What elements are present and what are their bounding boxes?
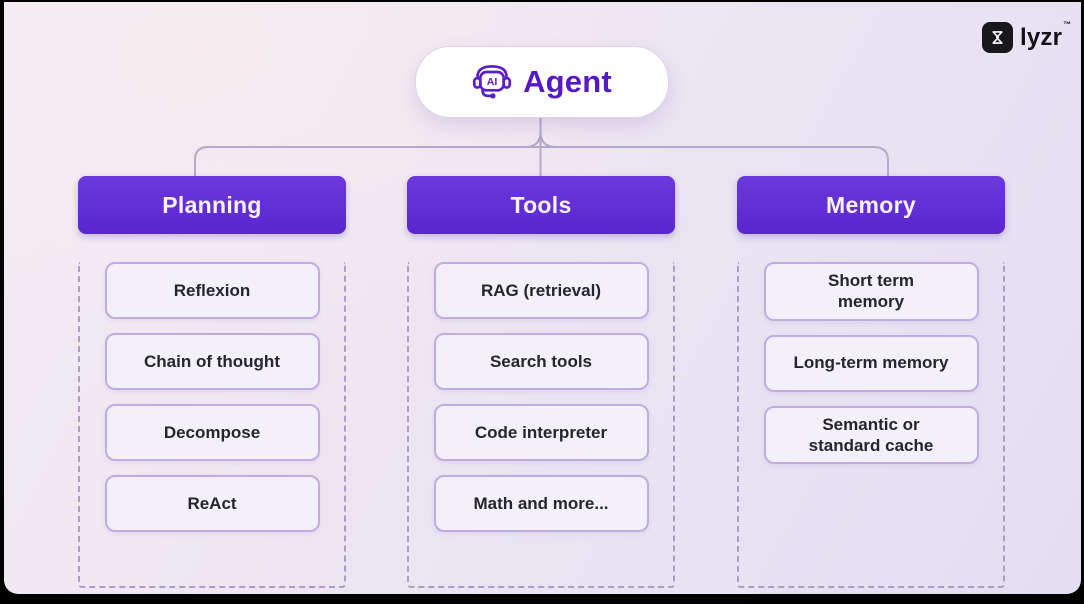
lyzr-logo-icon [982, 22, 1013, 53]
brand-logo: lyzr™ [982, 19, 1072, 53]
svg-text:AI: AI [487, 76, 498, 88]
node-item-label: Semantic or standard cache [808, 414, 934, 455]
node-item-label: Search tools [489, 351, 593, 371]
node-item-label: Long-term memory [793, 353, 949, 373]
node-item-label: Math and more... [473, 493, 609, 513]
node-item-label: ReAct [187, 493, 237, 513]
node-item: ReAct [104, 475, 320, 532]
ai-headset-icon: AI [472, 63, 512, 101]
column-header-memory: Memory [737, 176, 1005, 234]
column-header-planning: Planning [78, 176, 346, 234]
node-item: Short term memory [763, 262, 979, 321]
node-item: Reflexion [104, 262, 320, 319]
column-title: Tools [510, 191, 572, 218]
node-item-label: Code interpreter [474, 422, 608, 442]
column-title: Memory [826, 191, 916, 218]
node-item: Math and more... [433, 475, 649, 532]
node-item-label: Reflexion [173, 280, 251, 300]
column-header-tools: Tools [407, 176, 675, 234]
node-item-label: Short term memory [828, 271, 914, 312]
node-item-label: Chain of thought [144, 351, 280, 371]
node-item: Decompose [104, 404, 320, 461]
node-item: Chain of thought [104, 333, 320, 390]
node-item: RAG (retrieval) [433, 262, 649, 319]
node-item-label: RAG (retrieval) [481, 280, 601, 300]
agent-node-label: Agent [523, 64, 612, 99]
column-title: Planning [162, 191, 262, 218]
node-item: Search tools [433, 333, 649, 390]
trademark-mark: ™ [1063, 19, 1072, 29]
node-item: Long-term memory [763, 334, 979, 392]
node-item: Semantic or standard cache [763, 405, 979, 464]
brand-name: lyzr™ [1020, 19, 1072, 51]
node-item-label: Decompose [163, 422, 261, 442]
node-item: Code interpreter [433, 404, 649, 461]
agent-node: AI Agent [415, 46, 669, 118]
